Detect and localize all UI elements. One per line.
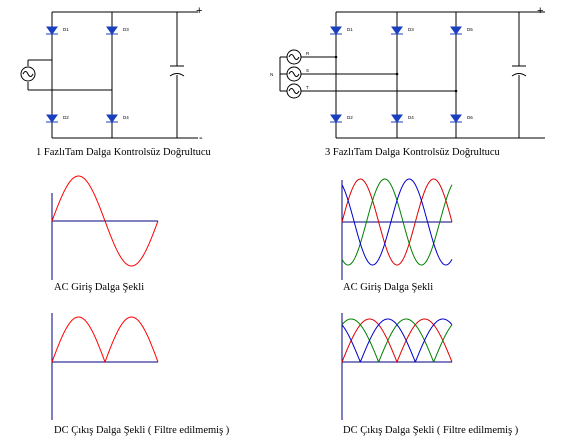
diode-label: D2	[63, 115, 69, 120]
ac-phase-series	[341, 178, 453, 266]
three-phase-diodes	[330, 26, 462, 123]
minus-terminal: -	[199, 132, 203, 144]
caption-single-phase-dc: DC Çıkış Dalga Şekli ( Filtre edilmemiş …	[54, 425, 230, 436]
caption-three-phase-dc: DC Çıkış Dalga Şekli ( Filtre edilmemiş …	[343, 425, 519, 436]
caption-single-phase-circuit: 1 FazlıTam Dalga Kontrolsüz Doğrultucu	[36, 147, 211, 158]
minus-terminal: -	[541, 132, 545, 144]
three-phase-dc-plot	[341, 313, 453, 420]
dc-rectified-series	[51, 316, 159, 364]
caption-three-phase-ac: AC Giriş Dalga Şekli	[343, 282, 434, 293]
caption-single-phase-ac: AC Giriş Dalga Şekli	[54, 282, 145, 293]
diode-icon	[106, 114, 118, 123]
phase-label: T	[306, 85, 309, 90]
plus-terminal: +	[537, 5, 543, 17]
diode-label: D6	[467, 115, 473, 120]
diode-label: D3	[123, 27, 129, 32]
diode-icon	[450, 26, 462, 35]
neutral-label: N	[270, 72, 273, 77]
phase-label: S	[306, 68, 309, 73]
phase-label: R	[306, 51, 310, 56]
caption-three-phase-circuit: 3 FazlıTam Dalga Kontrolsüz Doğrultucu	[325, 147, 500, 158]
ac-source-icon	[286, 49, 302, 65]
ac-source-icon	[286, 83, 302, 99]
diode-label: D5	[467, 27, 473, 32]
ac-source-icon	[286, 66, 302, 82]
diode-label: D3	[408, 27, 414, 32]
ac-source-icon	[20, 66, 36, 82]
diode-label: D1	[63, 27, 69, 32]
diode-icon	[391, 114, 403, 123]
dc-phase-series	[341, 318, 453, 363]
diode-label: D2	[347, 115, 353, 120]
diode-icon	[106, 26, 118, 35]
cap-plate-bottom	[511, 73, 527, 77]
cap-plate-bottom	[169, 73, 185, 77]
ac-phase-series	[341, 178, 453, 266]
diode-label: D4	[123, 115, 129, 120]
diode-icon	[330, 114, 342, 123]
diode-icon	[330, 26, 342, 35]
plus-terminal: +	[196, 5, 202, 17]
diode-label: D1	[347, 27, 353, 32]
three-phase-ac-plot	[341, 178, 453, 280]
ac-sine-series	[51, 175, 159, 267]
diode-icon	[391, 26, 403, 35]
diode-icon	[450, 114, 462, 123]
single-phase-ac-plot	[51, 175, 159, 280]
single-phase-dc-plot	[51, 313, 159, 420]
single-phase-diodes	[46, 26, 118, 123]
diode-icon	[46, 26, 58, 35]
diode-icon	[46, 114, 58, 123]
diode-label: D4	[408, 115, 414, 120]
